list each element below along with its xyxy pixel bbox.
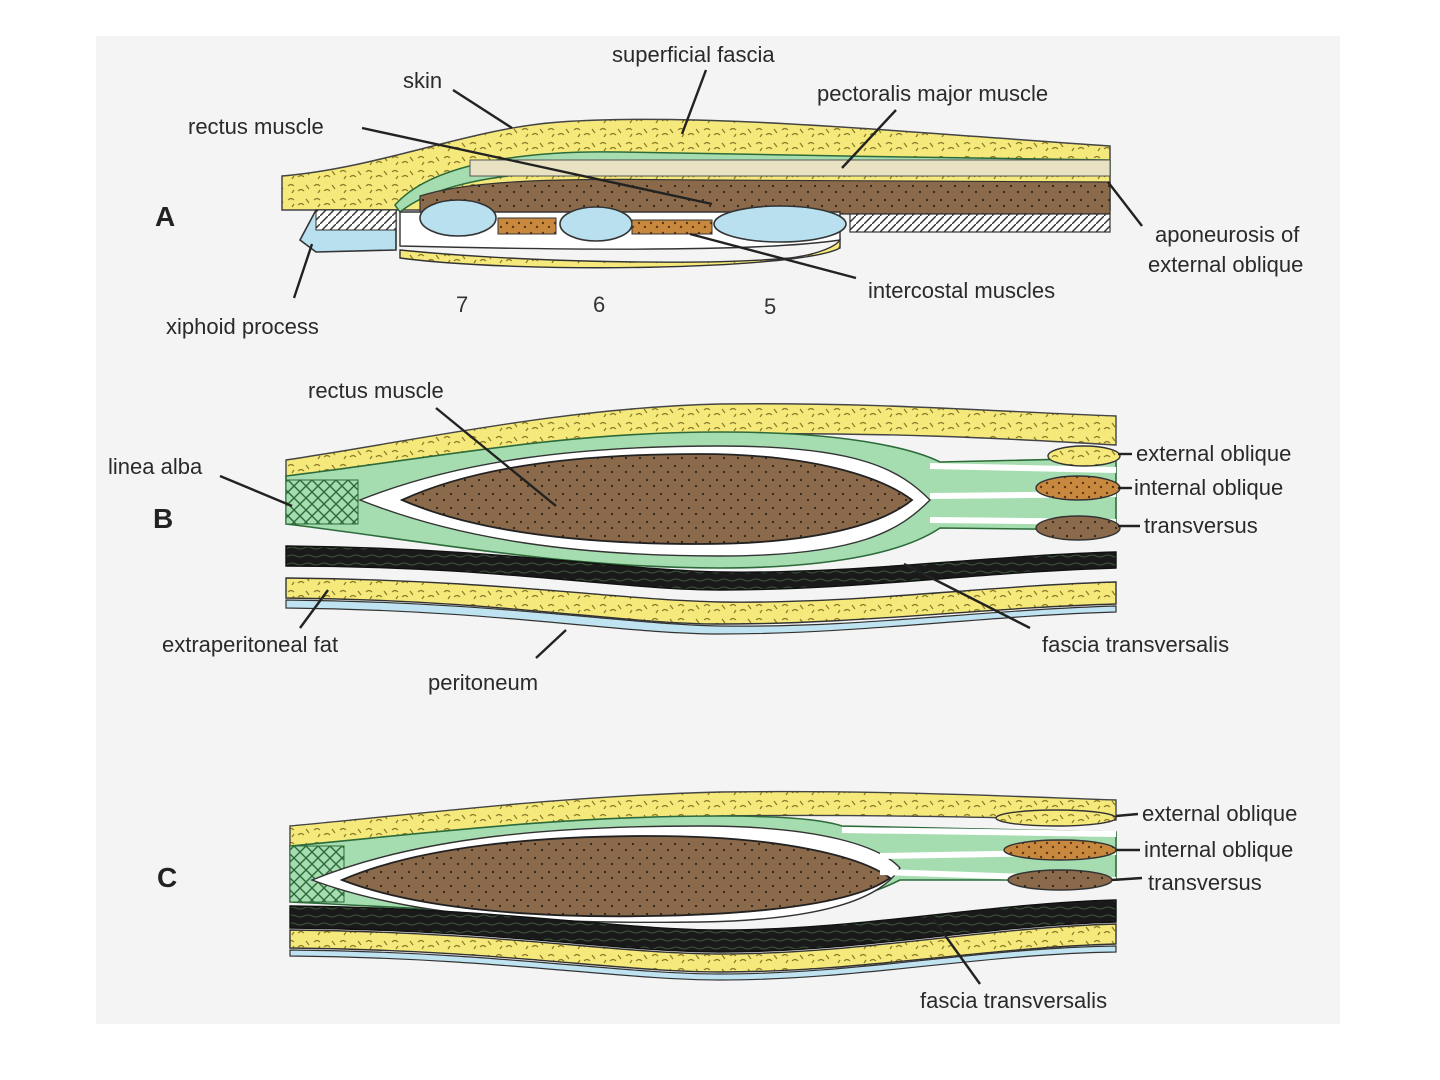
panel-c-rectus-muscle (339, 835, 892, 918)
panel-c-fascia-transversalis (289, 899, 1117, 953)
panel-a-leader-rectus (361, 126, 713, 206)
panel-c: C external oblique internal oblique tran… (157, 790, 1297, 1013)
panel-a-label-skin: skin (403, 68, 442, 93)
panel-a-label-superficial-fascia: superficial fascia (612, 42, 775, 67)
panel-b-label-internal-oblique: internal oblique (1134, 475, 1283, 500)
panel-b-rectus-muscle (399, 453, 914, 545)
panel-c-label-external-oblique: external oblique (1142, 801, 1297, 826)
panel-a-cartilage-7 (419, 199, 497, 237)
panel-c-label-fascia-transversalis: fascia transversalis (920, 988, 1107, 1013)
panel-c-leader-fascia-transversalis (933, 919, 981, 985)
panel-a-label-aponeurosis-1: aponeurosis of (1155, 222, 1300, 247)
panel-b-leader-fascia-transversalis (903, 562, 1031, 630)
panel-b-leader-extraperitoneal (299, 589, 329, 629)
panel-b-fascia-transversalis (285, 545, 1117, 591)
panel-b-transversus-bundle (1035, 515, 1121, 541)
panel-a-label-aponeurosis-2: external oblique (1148, 252, 1303, 277)
panel-b-label-linea-alba: linea alba (108, 454, 203, 479)
panel-b-label-transversus: transversus (1144, 513, 1258, 538)
panel-b-leader-peritoneum (535, 629, 567, 659)
panel-c-peritoneum (289, 945, 1117, 981)
panel-a-label-xiphoid: xiphoid process (166, 314, 319, 339)
panel-c-internal-oblique-bundle (1003, 839, 1117, 861)
panel-c-leader-transversus (1111, 876, 1143, 882)
panel-a-cartilage-6 (559, 206, 633, 242)
panel-b-extraperitoneal-fat (285, 577, 1117, 625)
panel-b-label-extraperitoneal: extraperitoneal fat (162, 632, 338, 657)
panel-a-intercostal-1 (497, 217, 557, 235)
panel-a-rib-7: 7 (456, 292, 468, 317)
panel-b-leader-linea-alba (219, 474, 293, 508)
panel-b-linea-alba (285, 479, 359, 525)
panel-a-leader-skin (452, 88, 513, 130)
panel-a-letter: A (155, 201, 175, 232)
panel-c-external-oblique-bundle (995, 809, 1117, 827)
panel-a-lower-fascia (399, 237, 841, 269)
panel-a-pectoralis-layer (469, 159, 1111, 177)
panel-b-label-peritoneum: peritoneum (428, 670, 538, 695)
panel-a-xiphoid-hatch (315, 209, 397, 231)
panel-a-leader-aponeurosis (1107, 181, 1143, 227)
panel-a-rectus-layer (419, 178, 1111, 215)
panel-b-label-fascia-transversalis: fascia transversalis (1042, 632, 1229, 657)
panel-b-letter: B (153, 503, 173, 534)
panel-a-leader-superficial-fascia (680, 69, 708, 135)
panel-c-label-transversus: transversus (1148, 870, 1262, 895)
panel-a-aponeurosis-strip (849, 213, 1111, 233)
panel-a-rib-6: 6 (593, 292, 605, 317)
panel-c-extraperitoneal-fat (289, 923, 1117, 973)
panel-b: B rectus muscle linea alba (108, 378, 1291, 695)
panel-a-leader-pectoralis (841, 109, 897, 169)
panel-b-leader-rectus (435, 407, 557, 507)
panel-a-intercostal-2 (631, 219, 713, 235)
panel-b-label-external-oblique: external oblique (1136, 441, 1291, 466)
panel-b-internal-oblique-bundle (1035, 475, 1121, 501)
panel-a-leader-intercostal (689, 232, 857, 280)
panel-a-cartilage-5 (713, 205, 847, 243)
panel-a-label-rectus: rectus muscle (188, 114, 324, 139)
panel-a-rib-5: 5 (764, 294, 776, 319)
panel-a-leader-xiphoid (292, 243, 314, 299)
panel-a: A superficial fascia ski (155, 42, 1303, 339)
panel-c-letter: C (157, 862, 177, 893)
panel-b-peritoneum (285, 599, 1117, 635)
panel-c-transversus-bundle (1007, 869, 1113, 891)
panel-c-label-internal-oblique: internal oblique (1144, 837, 1293, 862)
panel-a-label-intercostal: intercostal muscles (868, 278, 1055, 303)
panel-c-leader-external-oblique (1115, 812, 1139, 818)
panel-b-label-rectus: rectus muscle (308, 378, 444, 403)
panel-b-external-oblique-bundle (1047, 445, 1121, 467)
panel-a-label-pectoralis: pectoralis major muscle (817, 81, 1048, 106)
